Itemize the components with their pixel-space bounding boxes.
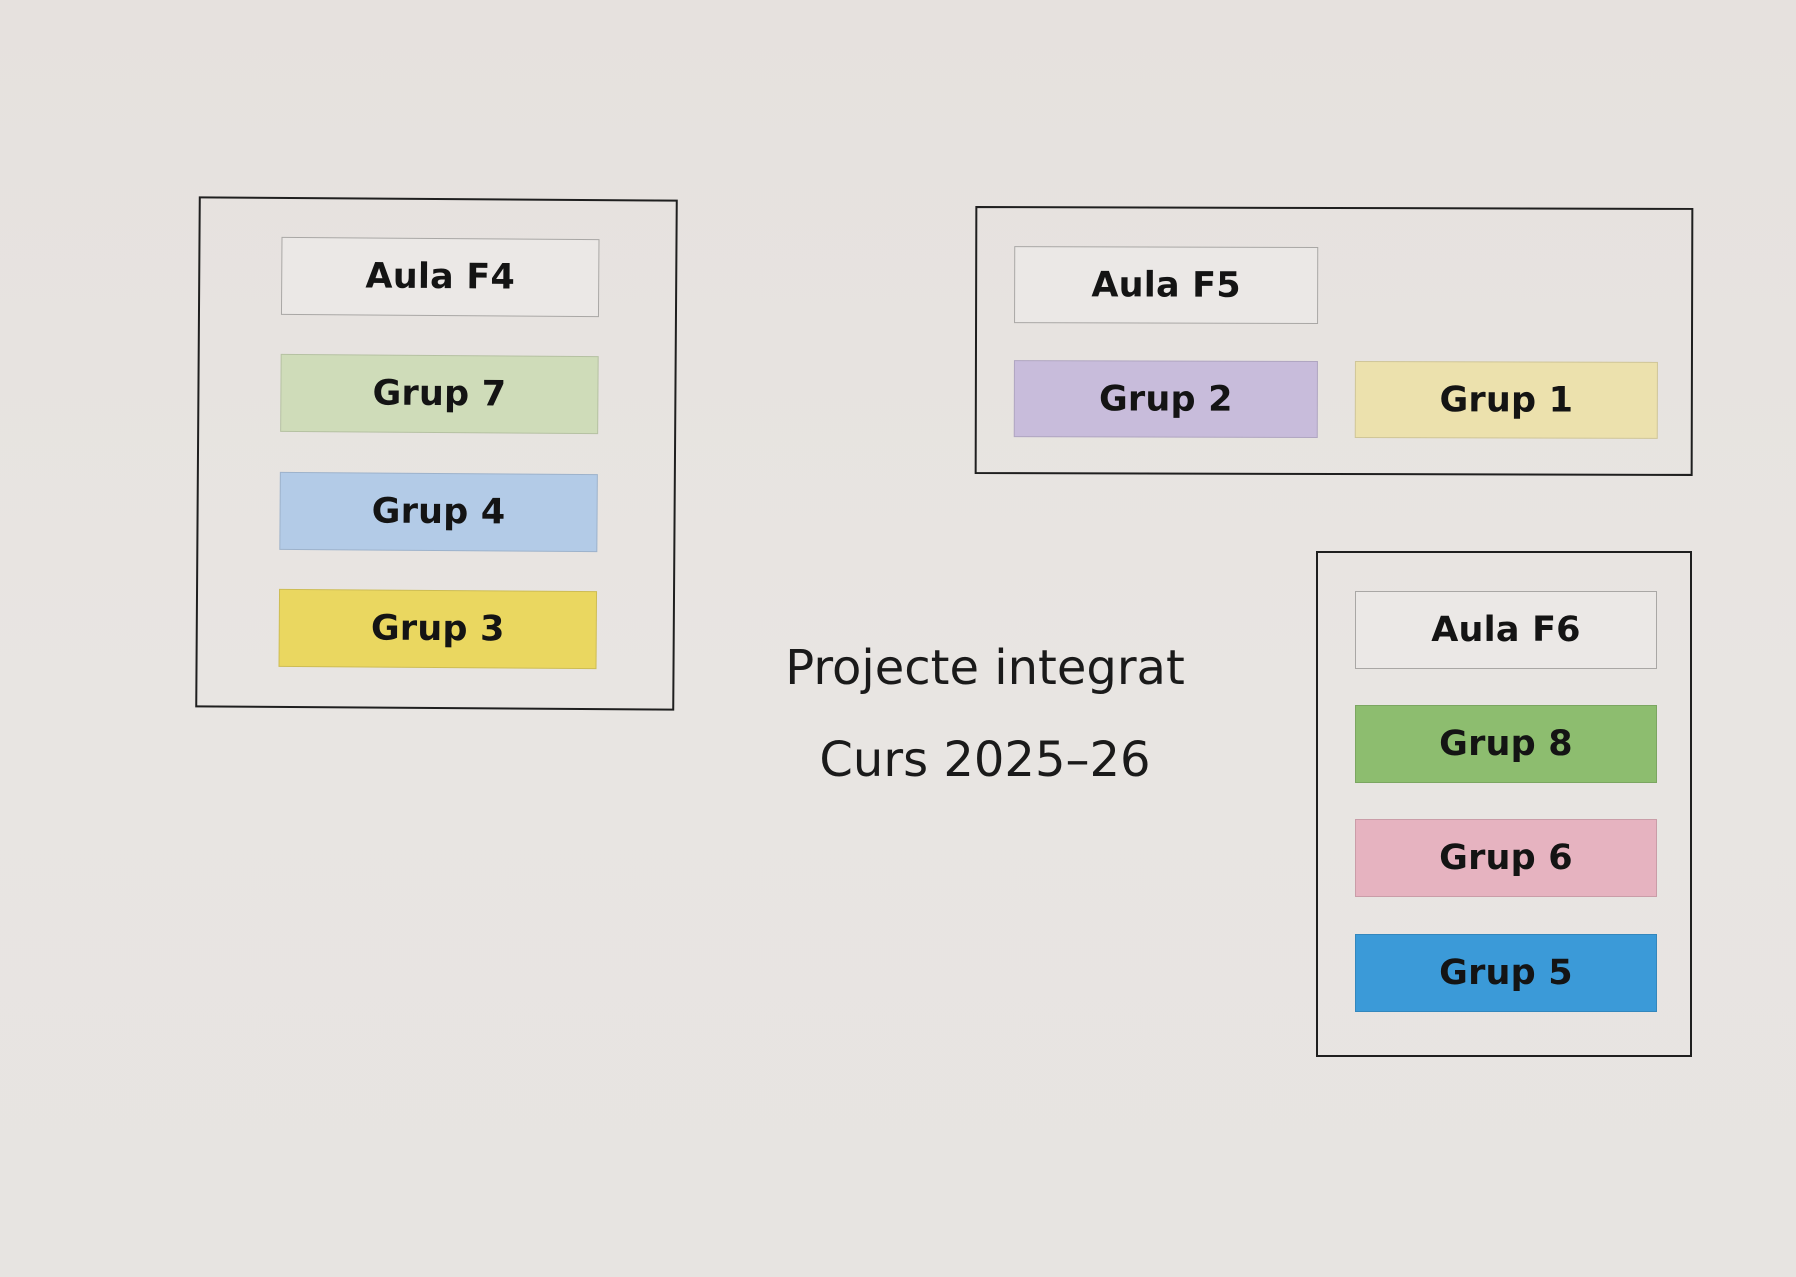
group-6-tag: Grup 6 xyxy=(1355,819,1657,897)
project-title: Projecte integrat Curs 2025–26 xyxy=(760,622,1210,806)
room-f5-box: Aula F5 Grup 2 Grup 1 xyxy=(974,206,1694,476)
group-8-tag: Grup 8 xyxy=(1355,705,1657,783)
room-f6-box: Aula F6 Grup 8 Grup 6 Grup 5 xyxy=(1316,551,1692,1057)
room-f5-label: Aula F5 xyxy=(1014,246,1319,324)
title-line-2: Curs 2025–26 xyxy=(819,732,1151,788)
title-line-1: Projecte integrat xyxy=(785,640,1185,696)
group-1-tag: Grup 1 xyxy=(1354,361,1658,439)
group-4-tag: Grup 4 xyxy=(279,471,598,553)
room-f6-label: Aula F6 xyxy=(1355,591,1657,669)
room-f4-label: Aula F4 xyxy=(280,236,600,318)
group-3-tag: Grup 3 xyxy=(278,588,598,670)
group-2-tag: Grup 2 xyxy=(1013,360,1318,438)
group-7-tag: Grup 7 xyxy=(280,353,599,435)
room-f4-box: Aula F4 Grup 7 Grup 4 Grup 3 xyxy=(195,196,678,711)
group-5-tag: Grup 5 xyxy=(1355,934,1657,1012)
